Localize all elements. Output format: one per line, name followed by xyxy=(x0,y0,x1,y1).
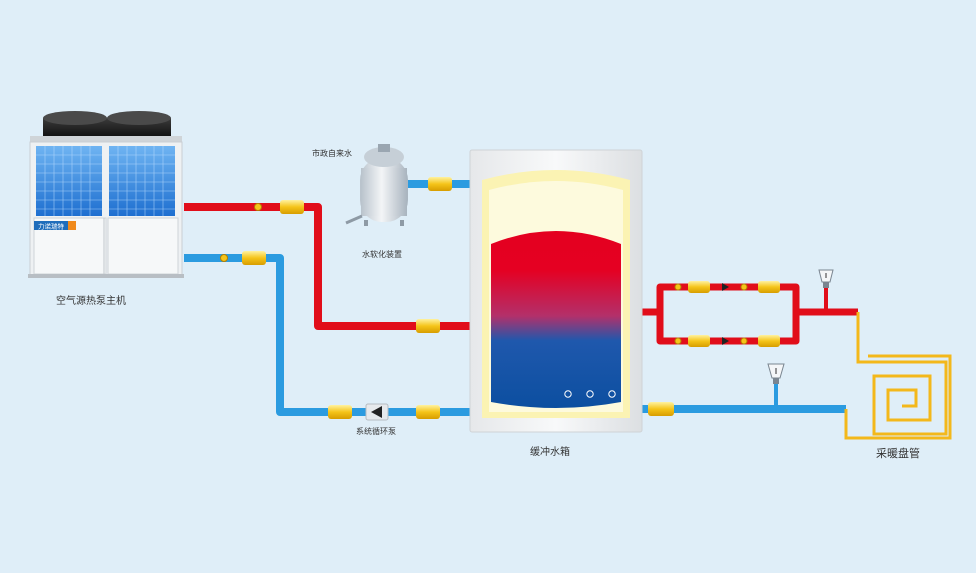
valve-municipal xyxy=(428,177,452,191)
buffer-tank-label: 缓冲水箱 xyxy=(530,447,570,458)
coil-right xyxy=(109,146,175,216)
circulation-pump xyxy=(365,403,389,421)
valve-pump-right xyxy=(416,405,440,419)
valve-dist-2 xyxy=(758,281,780,293)
softener-label: 水软化装置 xyxy=(362,250,402,259)
valve-dist-1 xyxy=(688,281,710,293)
valve-hp-return xyxy=(220,251,266,265)
buffer-tank xyxy=(469,149,643,433)
hot-supply-pipe xyxy=(184,203,472,330)
coil-left xyxy=(36,146,102,216)
brand-badge xyxy=(34,221,68,230)
circulation-pump-label: 系统循环泵 xyxy=(356,427,396,436)
sensor-port-3 xyxy=(608,390,616,398)
valve-dist-4 xyxy=(758,335,780,347)
valve-pump-left xyxy=(328,405,352,419)
valve-dist-3 xyxy=(688,335,710,347)
valve-tank-hot xyxy=(416,319,440,333)
water-softener xyxy=(345,144,408,226)
pump-arrow-icon xyxy=(371,406,382,418)
sensor-port-2 xyxy=(586,390,594,398)
air-vent-hot xyxy=(818,269,834,288)
return-pipe xyxy=(184,254,472,416)
valve-hp-hot xyxy=(254,200,304,214)
heat-pump-unit: 力诺瑞特 xyxy=(28,111,184,278)
valves xyxy=(220,177,780,419)
municipal-water-label: 市政自来水 xyxy=(312,149,352,158)
sensor-port-1 xyxy=(564,390,572,398)
check-arrow-2-icon xyxy=(722,337,729,345)
brand-text: 力诺瑞特 xyxy=(38,222,65,231)
floor-coil xyxy=(844,312,952,440)
air-vent-cold xyxy=(767,363,785,384)
valve-tank-outlet xyxy=(648,402,674,416)
floor-coil-label: 采暖盘管 xyxy=(876,447,920,460)
tank-water xyxy=(491,231,621,408)
heat-pump-label: 空气源热泵主机 xyxy=(56,296,126,307)
check-arrow-1-icon xyxy=(722,283,729,291)
